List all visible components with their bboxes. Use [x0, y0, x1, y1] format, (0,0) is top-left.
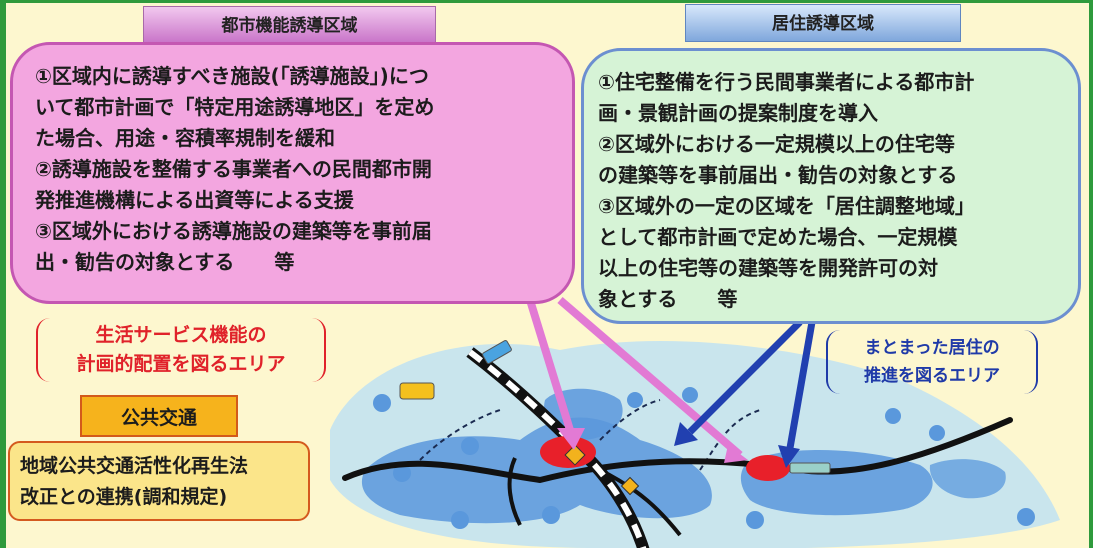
- urban-area-arrow: [526, 298, 574, 432]
- residential-measure-line: の建築等を事前届出・勧告の対象とする: [598, 163, 958, 187]
- residential-measure-line: ③区域外の一定の区域を「居住調整地域」: [598, 194, 975, 218]
- residential-measure-line: ①住宅整備を行う民間事業者による都市計: [598, 70, 975, 94]
- public-transit-label: 公共交通: [80, 395, 238, 437]
- village-marker: [682, 387, 698, 403]
- residential-measures-box: ①住宅整備を行う民間事業者による都市計 画・景観計画の提案制度を導入 ②区域外に…: [581, 48, 1081, 324]
- main-road: [507, 457, 522, 526]
- urban-measure-line: ①区域内に誘導すべき施設(「誘導施設」)につ: [35, 64, 429, 88]
- residential-measure-line: として都市計画で定めた場合、一定規模: [598, 225, 958, 249]
- village-marker: [393, 464, 411, 482]
- transit-line: 地域公共交通活性化再生法: [20, 455, 249, 477]
- urban-measure-line: 出・勧告の対象とする 等: [35, 250, 295, 274]
- train-icon: [789, 462, 831, 474]
- local-transit-route: [419, 409, 501, 461]
- village-marker: [627, 392, 643, 408]
- urban-area-arrowhead: [557, 428, 585, 450]
- urban-measure-line: ③区域外における誘導施設の建築等を事前届: [35, 219, 432, 243]
- residence-callout-line: 推進を図るエリア: [864, 366, 1000, 386]
- residential-area-arrow: [786, 321, 816, 449]
- village-marker: [885, 408, 901, 424]
- residential-zone-far-east: [929, 459, 1006, 499]
- residential-measure-line: 以上の住宅等の建築等を開発許可の対: [598, 256, 938, 280]
- urban-area-arrow: [557, 296, 743, 459]
- village-marker: [746, 511, 764, 529]
- village-marker: [373, 394, 391, 412]
- village-marker: [929, 425, 945, 441]
- bottom-margin: [0, 548, 1093, 554]
- village-marker: [542, 506, 560, 524]
- urban-center-east: [746, 455, 790, 481]
- tram-icon: [482, 340, 512, 364]
- village-marker: [1017, 508, 1035, 526]
- transit-line: 改正との連携(調和規定): [20, 486, 228, 508]
- residential-measure-line: 象とする 等: [598, 287, 738, 311]
- station-icon: [620, 476, 640, 496]
- station-icon: [564, 444, 586, 466]
- main-road: [599, 468, 682, 537]
- residential-area-arrowhead: [674, 422, 698, 446]
- village-marker: [451, 511, 469, 529]
- service-callout-line: 生活サービス機能の: [95, 324, 267, 346]
- bus-icon: [399, 382, 435, 400]
- residential-area-arrow: [687, 319, 803, 435]
- urban-function-area-header: 都市機能誘導区域: [143, 6, 436, 44]
- residential-measure-line: 画・景観計画の提案制度を導入: [598, 101, 878, 125]
- local-transit-route: [599, 399, 661, 441]
- urban-measure-line: 発推進機構による出資等による支援: [35, 188, 354, 212]
- residential-area-header: 居住誘導区域: [685, 4, 961, 42]
- main-road: [342, 417, 1013, 484]
- urban-area-arrowhead: [724, 445, 748, 463]
- service-callout-line: 計画的配置を図るエリア: [76, 353, 286, 375]
- village-marker: [461, 437, 479, 455]
- service-function-callout: 生活サービス機能の 計画的配置を図るエリア: [36, 318, 326, 382]
- residential-area-arrowhead: [778, 445, 800, 468]
- urban-function-measures-box: ①区域内に誘導すべき施設(「誘導施設」)につ いて都市計画で「特定用途誘導地区」…: [10, 42, 575, 304]
- residential-measure-line: ②区域外における一定規模以上の住宅等: [598, 132, 955, 156]
- public-transit-box: 地域公共交通活性化再生法 改正との連携(調和規定): [8, 441, 310, 521]
- urban-measure-line: いて都市計画で「特定用途誘導地区」を定め: [35, 95, 435, 119]
- residence-callout: まとまった居住の 推進を図るエリア: [826, 330, 1038, 394]
- urban-measure-line: た場合、用途・容積率規制を緩和: [35, 126, 335, 150]
- residence-callout-line: まとまった居住の: [864, 338, 1000, 358]
- urban-measure-line: ②誘導施設を整備する事業者への民間都市開: [35, 157, 432, 181]
